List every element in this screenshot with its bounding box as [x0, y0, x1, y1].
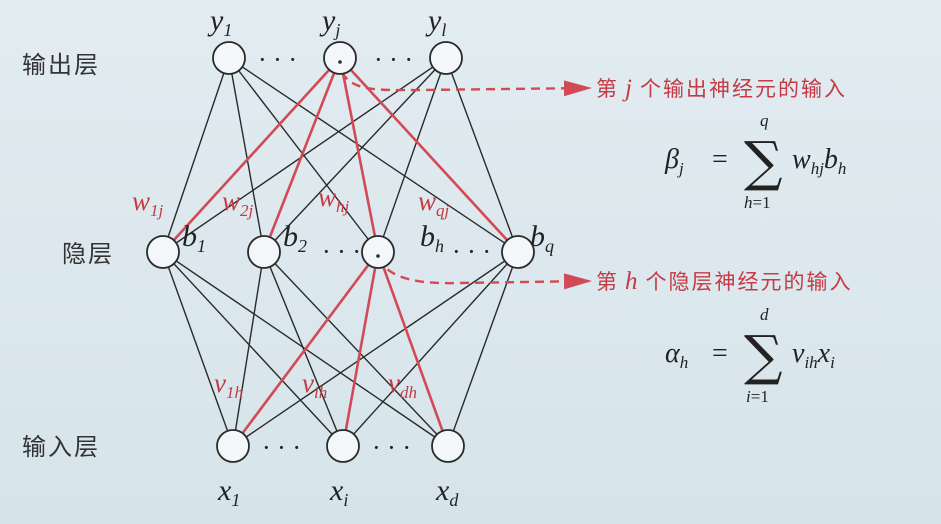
hidden-node-label-q: bq — [530, 220, 554, 256]
edge-input-1-to-hidden-4 — [232, 251, 519, 447]
edge-hidden-4-to-output-1 — [228, 57, 519, 253]
edge-input-3-to-hidden-4 — [447, 251, 519, 447]
edge-hidden-1-to-output-j — [162, 57, 341, 253]
edge-hidden-3-to-output-3 — [377, 57, 447, 253]
edge-input-1-to-hidden-h — [231, 251, 380, 447]
output-node-1 — [212, 41, 246, 75]
input-weight-labels: v1h vih vdh — [214, 368, 417, 402]
output-sum-upper: q — [760, 111, 769, 130]
input-node-i — [326, 429, 360, 463]
input-layer-label: 输入层 — [22, 433, 100, 461]
edge-hidden-1-to-output-3 — [162, 57, 447, 253]
hidden-weight-labels: w1j w2j whj wqj — [132, 182, 450, 220]
output-node-label-l: yl — [425, 4, 446, 40]
hidden-node-h-dot — [376, 254, 380, 258]
output-node-label-j: yj — [319, 4, 340, 40]
hidden-sum-upper: d — [760, 305, 769, 324]
output-node-j — [323, 41, 357, 75]
hidden-formula-terms: vihxi — [792, 338, 835, 372]
output-ellipsis-1: · · · — [258, 45, 297, 74]
input-node-label-i: xi — [329, 474, 348, 510]
weight-label-v1h: v1h — [214, 368, 243, 402]
edge-input-3-to-hidden-2 — [263, 251, 449, 447]
edge-input-1-to-hidden-2 — [232, 251, 265, 447]
edge-hidden-2-to-output-1 — [228, 57, 265, 253]
weight-label-vdh: vdh — [388, 368, 417, 402]
edge-input-2-to-hidden-h — [341, 251, 380, 447]
edge-input-2-to-hidden-1 — [162, 251, 344, 447]
edge-hidden-3-to-output-j — [338, 57, 380, 253]
node-labels: y1 yj yl b1 b2 bh bq x1 xi xd — [182, 4, 554, 510]
edge-input-3-to-hidden-h — [376, 251, 450, 447]
connection-edges — [162, 57, 519, 447]
edge-hidden-4-to-output-3 — [445, 57, 519, 253]
hidden-node-q — [501, 235, 535, 269]
input-node-1 — [216, 429, 250, 463]
hidden-ellipsis-2: · · · — [452, 237, 491, 266]
hidden-node-label-1: b1 — [182, 220, 206, 256]
edge-input-1-to-hidden-1 — [162, 251, 234, 447]
output-formula-terms: whjbh — [792, 144, 846, 178]
neuron-nodes — [146, 41, 535, 463]
input-node-d — [431, 429, 465, 463]
hidden-node-h — [361, 235, 395, 269]
input-ellipsis-1: · · · — [262, 433, 301, 462]
edge-hidden-4-to-output-j — [339, 57, 519, 253]
hidden-ellipsis-1: · · · — [322, 237, 361, 266]
edge-hidden-1-to-output-1 — [162, 57, 230, 253]
edge-hidden-2-to-output-j — [262, 57, 342, 253]
output-node-l — [429, 41, 463, 75]
output-sum-lower: h=1 — [744, 193, 771, 212]
hidden-layer-label: 隐层 — [62, 240, 114, 268]
edge-hidden-3-to-output-1 — [228, 57, 379, 253]
weight-label-w2j: w2j — [222, 186, 254, 220]
input-ellipsis-2: · · · — [372, 433, 411, 462]
output-layer-label: 输出层 — [22, 51, 100, 79]
hidden-sum-sign: ∑ — [744, 324, 783, 387]
weight-label-vih: vih — [302, 368, 327, 402]
output-node-j-dot — [338, 60, 342, 64]
weight-label-w1j: w1j — [132, 186, 164, 220]
hidden-node-label-2: b2 — [283, 220, 307, 256]
weight-label-wqj: wqj — [418, 186, 450, 220]
output-annotation-arrow — [340, 71, 592, 97]
hidden-node-2 — [247, 235, 281, 269]
output-node-label-1: y1 — [207, 4, 232, 40]
edge-input-2-to-hidden-2 — [263, 251, 344, 447]
hidden-node-label-h: bh — [420, 220, 444, 256]
weight-label-whj: whj — [318, 182, 350, 216]
output-formula-equals: = — [712, 144, 728, 175]
hidden-formula: αh = d ∑ i=1 vihxi — [665, 305, 835, 406]
hidden-formula-equals: = — [712, 338, 728, 369]
hidden-formula-lhs: αh — [665, 338, 688, 372]
output-ellipsis-2: · · · — [374, 45, 413, 74]
hidden-sum-lower: i=1 — [746, 387, 769, 406]
input-node-label-d: xd — [435, 474, 459, 510]
output-formula-lhs: βj — [664, 144, 684, 178]
hidden-node-1 — [146, 235, 180, 269]
output-sum-sign: ∑ — [744, 130, 783, 193]
output-formula: βj = q ∑ h=1 whjbh — [664, 111, 846, 212]
edge-input-2-to-hidden-4 — [342, 251, 519, 447]
highlighted-edges — [162, 57, 519, 447]
input-node-label-1: x1 — [217, 474, 240, 510]
